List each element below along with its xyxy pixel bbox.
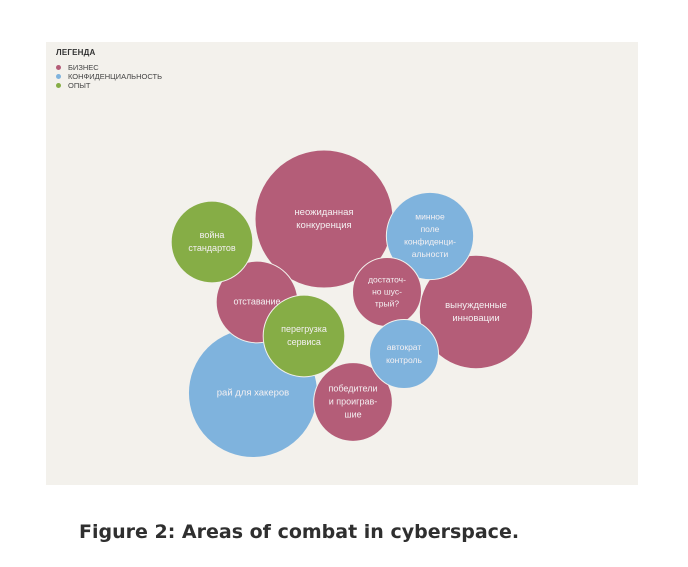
bubble-circle-3: [418, 254, 534, 370]
bubble-label-7-2: сервиса: [287, 337, 321, 347]
bubble-label-9-1: достаточ-: [368, 274, 406, 284]
bubble-label-9-3: трый?: [375, 298, 399, 308]
bubble-label-4-2: поле: [421, 224, 440, 234]
bubble-10: автократ контроль: [369, 319, 439, 389]
legend-swatch-privacy: [56, 74, 61, 79]
legend-title: ЛЕГЕНДА: [56, 48, 96, 57]
bubble-8: победители и проиграв-шие: [313, 362, 393, 442]
bubble-circle-6: [170, 200, 254, 284]
figure-caption: Figure 2: Areas of combat in cyberspace.: [79, 521, 520, 543]
bubble-label-3-2: инновации: [452, 313, 499, 324]
legend-item-privacy: КОНФИДЕНЦИАЛЬНОСТЬ: [56, 72, 162, 81]
bubble-label-1-2: конкуренция: [296, 220, 351, 231]
bubble-label-10-2: контроль: [386, 355, 422, 365]
legend-label-privacy: КОНФИДЕНЦИАЛЬНОСТЬ: [68, 72, 162, 81]
bubble-label-3-1: вынужденные: [445, 300, 507, 311]
bubble-label-5-1: отставание: [233, 296, 280, 306]
bubble-4: минное поле конфиденци-альности: [385, 191, 475, 281]
legend-label-experience: ОПЫТ: [68, 81, 91, 90]
bubble-label-8-2: и проиграв-: [329, 396, 378, 406]
bubble-label-8-1: победители: [328, 383, 377, 393]
bubble-7: перегрузка сервиса: [262, 294, 346, 378]
legend-swatch-business: [56, 65, 61, 70]
bubble-label-7-1: перегрузка: [281, 324, 327, 334]
legend-swatch-experience: [56, 83, 61, 88]
bubble-label-4-1: минное: [415, 212, 445, 222]
bubble-3: вынужденные инновации: [418, 254, 534, 370]
bubble-circle-7: [262, 294, 346, 378]
bubble-label-8-3: шие: [344, 409, 361, 419]
bubble-label-1-1: неожиданная: [294, 207, 353, 218]
bubble-label-9-2: но шус-: [372, 286, 402, 296]
bubble-9: достаточ-но шус-трый?: [352, 257, 422, 327]
legend-item-business: БИЗНЕС: [56, 63, 162, 72]
bubble-label-6-1: война: [200, 230, 225, 240]
chart-panel: ЛЕГЕНДА БИЗНЕС КОНФИДЕНЦИАЛЬНОСТЬ ОПЫТ н…: [46, 42, 638, 485]
bubble-label-2-1: рай для хакеров: [217, 388, 289, 399]
bubble-circle-8: [313, 362, 393, 442]
bubble-circle-4: [385, 191, 475, 281]
bubble-6: война стандартов: [170, 200, 254, 284]
bubble-chart: неожиданная конкуренция рай для хакеров вын…: [170, 149, 534, 459]
legend: ЛЕГЕНДА БИЗНЕС КОНФИДЕНЦИАЛЬНОСТЬ ОПЫТ: [56, 48, 162, 90]
bubble-label-4-4: альности: [412, 249, 449, 259]
bubble-label-10-1: автократ: [387, 342, 422, 352]
legend-item-experience: ОПЫТ: [56, 81, 162, 90]
bubble-label-6-2: стандартов: [188, 243, 236, 253]
bubble-label-4-3: конфиденци-: [404, 237, 456, 247]
bubble-circle-10: [369, 319, 439, 389]
legend-label-business: БИЗНЕС: [68, 63, 99, 72]
